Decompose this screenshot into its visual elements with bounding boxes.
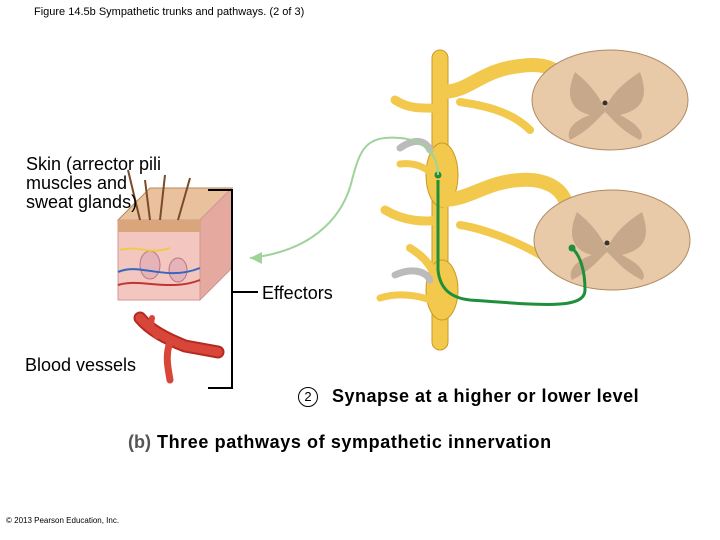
panel-letter: (b) [128, 432, 151, 452]
arrow-to-skin-icon [250, 252, 262, 264]
neuron-pathways [249, 136, 587, 306]
spinal-cord-upper [531, 49, 689, 151]
spinal-cord-lower [533, 189, 691, 291]
effectors-bracket [208, 189, 233, 389]
panel-caption-row: (b) Three pathways of sympathetic innerv… [128, 432, 552, 453]
step-2-row: 2 Synapse at a higher or lower level [298, 386, 639, 407]
synapse-level-label: Synapse at a higher or lower level [332, 386, 640, 406]
skin-illustration [116, 169, 234, 302]
figure-title: Figure 14.5b Sympathetic trunks and path… [34, 6, 305, 18]
skin-effector-label: Skin (arrector pili muscles and sweat gl… [26, 154, 162, 212]
effectors-label: Effectors [262, 283, 333, 303]
blood-vessel-illustration [133, 311, 225, 384]
copyright-notice: © 2013 Pearson Education, Inc. [6, 516, 120, 525]
step-number-badge: 2 [298, 386, 318, 407]
blood-vessels-label: Blood vessels [25, 355, 137, 375]
panel-caption: Three pathways of sympathetic innervatio… [156, 432, 552, 452]
